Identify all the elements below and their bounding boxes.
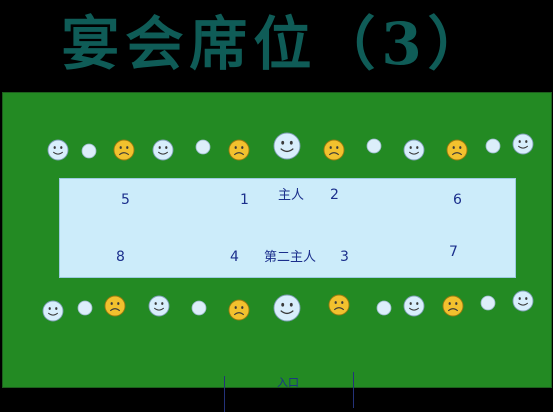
sad-face-icon: [323, 139, 345, 161]
sad-face-icon: [113, 139, 135, 161]
plain-seat: [480, 295, 496, 311]
seat-number-6: 6: [453, 192, 462, 208]
smiley-face-icon: [47, 139, 69, 161]
smiley-face-icon: [512, 290, 534, 312]
page-title: 宴会席位（3）: [61, 10, 492, 78]
seat-number-2: 2: [330, 187, 339, 203]
smiley-face-icon: [512, 133, 534, 155]
smiley-face-icon: [273, 132, 301, 160]
entrance-label: 入口: [277, 376, 299, 389]
seat-number-7: 7: [449, 244, 458, 260]
plain-seat: [191, 300, 207, 316]
second-host-label: 第二主人: [264, 250, 317, 265]
sad-face-icon: [104, 295, 126, 317]
host-label: 主人: [278, 188, 305, 203]
sad-face-icon: [328, 294, 350, 316]
entrance-left-post: [224, 376, 225, 412]
sad-face-icon: [228, 139, 250, 161]
smiley-face-icon: [403, 295, 425, 317]
smiley-face-icon: [403, 139, 425, 161]
plain-seat: [376, 300, 392, 316]
banquet-table: [59, 178, 516, 278]
smiley-face-icon: [273, 294, 301, 322]
seat-number-1: 1: [240, 192, 249, 208]
sad-face-icon: [446, 139, 468, 161]
plain-seat: [195, 139, 211, 155]
seat-number-4: 4: [230, 249, 239, 265]
sad-face-icon: [442, 295, 464, 317]
entrance-right-post: [353, 372, 354, 408]
plain-seat: [485, 138, 501, 154]
seat-number-5: 5: [121, 192, 130, 208]
plain-seat: [81, 143, 97, 159]
seat-number-3: 3: [340, 249, 349, 265]
plain-seat: [366, 138, 382, 154]
smiley-face-icon: [152, 139, 174, 161]
smiley-face-icon: [148, 295, 170, 317]
sad-face-icon: [228, 299, 250, 321]
plain-seat: [77, 300, 93, 316]
smiley-face-icon: [42, 300, 64, 322]
seat-number-8: 8: [116, 249, 125, 265]
